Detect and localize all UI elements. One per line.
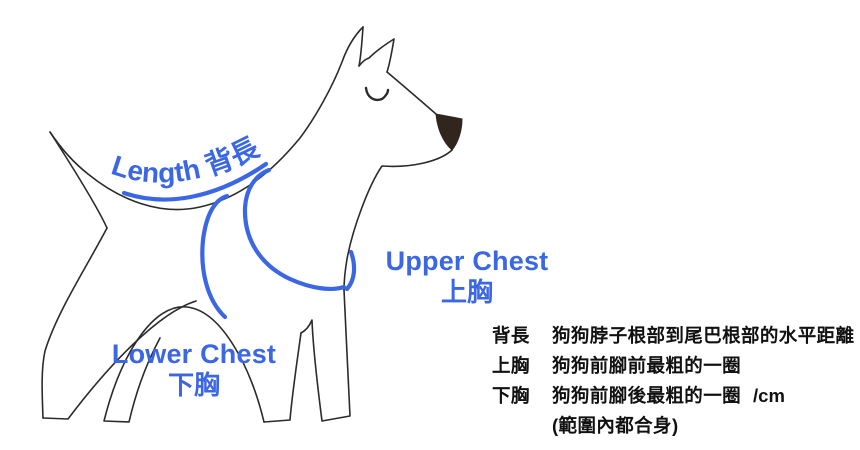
dog-tail-icon: [49, 131, 108, 229]
dog-ear-right-icon: [358, 38, 395, 73]
dog-ear-left-icon: [358, 26, 364, 67]
dog-head-outline: [386, 71, 437, 115]
upper-chest-label-en: Upper Chest: [385, 246, 549, 276]
legend-desc: 狗狗前腳後最粗的一圈: [552, 385, 742, 406]
legend-row-fit-note: (範圍內都合身): [492, 411, 854, 441]
legend-term: 下胸: [492, 385, 530, 406]
lower-chest-label: Lower Chest 下胸: [108, 339, 280, 400]
legend-term: 背長: [492, 325, 530, 346]
dog-nose-icon: [435, 113, 463, 151]
dog-front-leg-far: [263, 332, 302, 423]
upper-chest-label-zh: 上胸: [440, 277, 493, 308]
legend-term: [492, 411, 552, 441]
lower-chest-measure-line: [200, 193, 230, 320]
dog-front-leg-near: [300, 289, 351, 422]
legend-fit-note: (範圍內都合身): [552, 415, 679, 436]
measurement-legend: 背長 狗狗脖子根部到尾巴根部的水平距離 上胸 狗狗前腳前最粗的一圈 下胸 狗狗前…: [492, 321, 854, 441]
legend-term: 上胸: [492, 355, 530, 376]
legend-row-upper-chest: 上胸 狗狗前腳前最粗的一圈: [492, 351, 854, 381]
upper-chest-measure-line-far-side: [344, 249, 357, 292]
lower-chest-label-en: Lower Chest: [111, 339, 277, 369]
dog-hind-leg-front-edge: [42, 300, 197, 420]
dog-back-outline: [49, 26, 364, 211]
lower-chest-label-zh: 下胸: [167, 370, 220, 401]
dog-hind-leg-back-edge: [41, 227, 108, 419]
legend-desc: 狗狗脖子根部到尾巴根部的水平距離: [552, 325, 855, 346]
length-measure-line: [121, 161, 269, 202]
dog-eye-icon: [364, 86, 390, 102]
legend-row-lower-chest: 下胸 狗狗前腳後最粗的一圈 /cm: [492, 381, 854, 411]
dog-chest-outline: [343, 149, 453, 291]
legend-row-length: 背長 狗狗脖子根部到尾巴根部的水平距離: [492, 321, 854, 351]
upper-chest-label: Upper Chest 上胸: [381, 246, 553, 307]
legend-desc: 狗狗前腳前最粗的一圈: [552, 355, 742, 376]
legend-unit-suffix: /cm: [753, 385, 785, 406]
upper-chest-measure-line: [242, 167, 347, 291]
dog-belly-arch: [103, 306, 265, 423]
